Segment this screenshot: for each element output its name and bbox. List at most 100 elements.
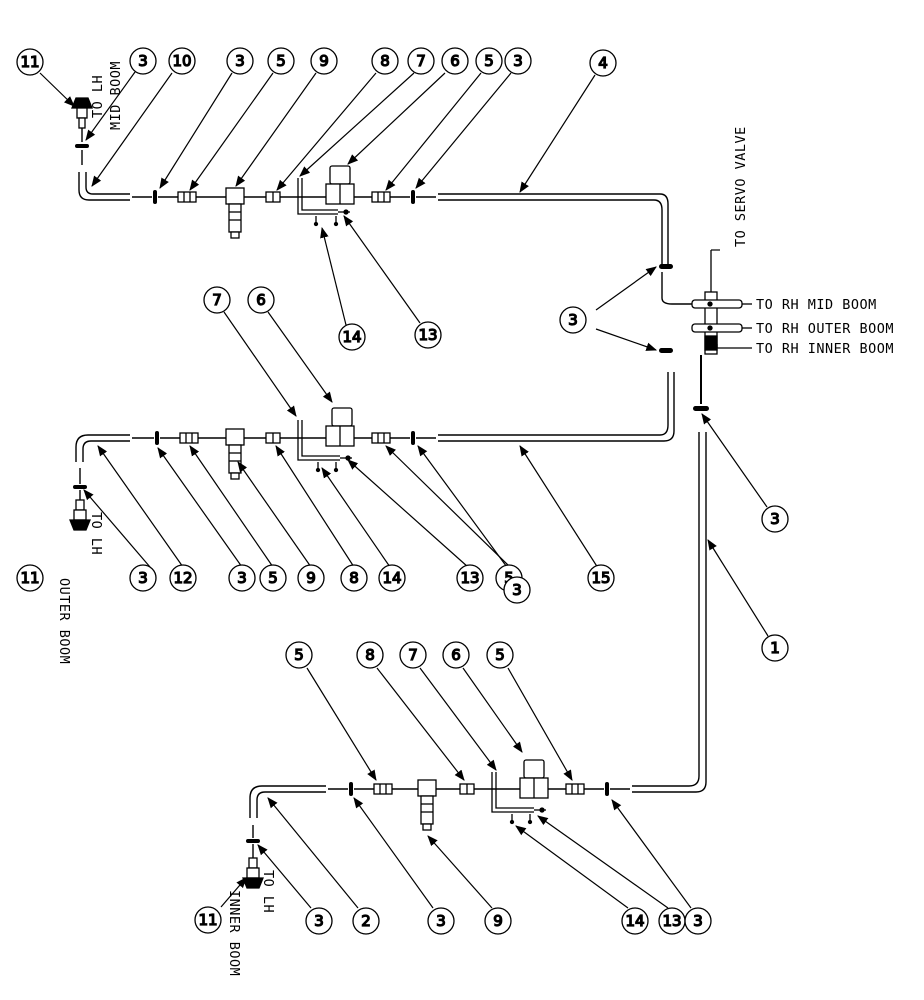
- callout-bubble: 11: [194, 906, 222, 934]
- callout-bubble: 5: [486, 641, 514, 669]
- svg-text:8: 8: [380, 52, 390, 70]
- label-lh-outer-boom-2: OUTER BOOM: [56, 578, 72, 664]
- svg-text:13: 13: [460, 569, 479, 587]
- label-rh-outer-boom: TO RH OUTER BOOM: [756, 321, 894, 337]
- callout-bubble: 13: [414, 321, 442, 349]
- svg-text:7: 7: [416, 52, 426, 70]
- svg-text:5: 5: [294, 646, 304, 664]
- svg-text:6: 6: [451, 646, 461, 664]
- svg-text:11: 11: [20, 53, 39, 71]
- callout-bubble: 6: [441, 47, 469, 75]
- label-lh-inner-boom-1: TO LH: [260, 870, 276, 913]
- fitting-5: [177, 191, 197, 203]
- svg-text:9: 9: [306, 569, 316, 587]
- callout-bubble: 11: [16, 564, 44, 592]
- callout-bubble: 9: [310, 47, 338, 75]
- svg-text:13: 13: [418, 326, 437, 344]
- callout-bubble: 3: [129, 564, 157, 592]
- svg-text:15: 15: [591, 569, 610, 587]
- hose-2: [249, 785, 326, 818]
- fitting-5: [373, 783, 393, 795]
- callout-bubble: 5: [259, 564, 287, 592]
- svg-text:13: 13: [662, 912, 681, 930]
- svg-text:3: 3: [568, 311, 578, 329]
- rh-boom-manifold: [691, 250, 752, 355]
- svg-text:6: 6: [450, 52, 460, 70]
- hose-servo-drop: [661, 272, 705, 305]
- svg-text:10: 10: [172, 52, 191, 70]
- callout-bubble: 3: [503, 576, 531, 604]
- callout-bubble: 6: [247, 286, 275, 314]
- svg-text:9: 9: [319, 52, 329, 70]
- label-rh-mid-boom: TO RH MID BOOM: [756, 297, 877, 313]
- svg-text:1: 1: [770, 639, 780, 657]
- callout-bubble: 3: [228, 564, 256, 592]
- svg-text:14: 14: [625, 912, 644, 930]
- svg-text:8: 8: [349, 569, 359, 587]
- svg-text:3: 3: [314, 912, 324, 930]
- svg-text:3: 3: [138, 52, 148, 70]
- svg-text:5: 5: [504, 569, 514, 587]
- callout-bubble: 13: [658, 907, 686, 935]
- hose-10: [78, 172, 130, 201]
- svg-text:14: 14: [382, 569, 401, 587]
- hose-15: [438, 372, 675, 442]
- fitting-5: [371, 191, 391, 203]
- svg-text:3: 3: [235, 52, 245, 70]
- fitting-5: [179, 432, 199, 444]
- svg-text:7: 7: [212, 291, 222, 309]
- svg-text:5: 5: [484, 52, 494, 70]
- nozzle-11: [242, 857, 264, 889]
- callout-bubble: 15: [587, 564, 615, 592]
- strainer-9: [225, 428, 245, 480]
- callout-bubble: 14: [621, 907, 649, 935]
- label-lh-mid-boom-2: MID BOOM: [108, 61, 124, 130]
- strainer-9: [417, 779, 437, 831]
- hose-1: [632, 432, 707, 793]
- callout-bubble: 3: [504, 47, 532, 75]
- callout-bubble: 1: [761, 634, 789, 662]
- svg-text:11: 11: [20, 569, 39, 587]
- callout-bubble: 13: [456, 564, 484, 592]
- callout-bubble: 3: [761, 505, 789, 533]
- callout-bubble: 3: [427, 907, 455, 935]
- bracket-7: [491, 772, 546, 825]
- callout-bubble: 9: [297, 564, 325, 592]
- svg-text:3: 3: [770, 510, 780, 528]
- strainer-9: [225, 187, 245, 239]
- fitting-5: [565, 783, 585, 795]
- callout-bubble: 5: [267, 47, 295, 75]
- svg-text:3: 3: [436, 912, 446, 930]
- callout-bubble: 2: [352, 907, 380, 935]
- solenoid-valve-6: [325, 407, 355, 447]
- callout-bubble: 14: [338, 323, 366, 351]
- svg-text:9: 9: [493, 912, 503, 930]
- svg-text:14: 14: [342, 328, 361, 346]
- callout-bubble: 5: [475, 47, 503, 75]
- bracket-7: [297, 178, 350, 227]
- svg-text:3: 3: [693, 912, 703, 930]
- callout-bubble: 10: [168, 47, 196, 75]
- svg-text:3: 3: [138, 569, 148, 587]
- svg-text:5: 5: [276, 52, 286, 70]
- callout-bubble: 7: [399, 641, 427, 669]
- callout-bubble: 8: [371, 47, 399, 75]
- svg-text:3: 3: [513, 52, 523, 70]
- bracket-7: [297, 420, 352, 473]
- callout-bubble: 4: [589, 49, 617, 77]
- svg-text:2: 2: [361, 912, 371, 930]
- svg-text:5: 5: [495, 646, 505, 664]
- callout-bubble: 3: [305, 907, 333, 935]
- callout-bubble: 3: [226, 47, 254, 75]
- fitting-8: [265, 432, 281, 444]
- solenoid-valve-6: [519, 759, 549, 799]
- svg-text:5: 5: [268, 569, 278, 587]
- hose-clamps: [73, 144, 709, 843]
- label-lh-mid-boom-1: TO LH: [90, 75, 106, 118]
- svg-text:3: 3: [237, 569, 247, 587]
- svg-text:11: 11: [198, 911, 217, 929]
- callout-bubble: 9: [484, 907, 512, 935]
- solenoid-valve-6: [325, 165, 355, 205]
- callout-bubble: 7: [203, 286, 231, 314]
